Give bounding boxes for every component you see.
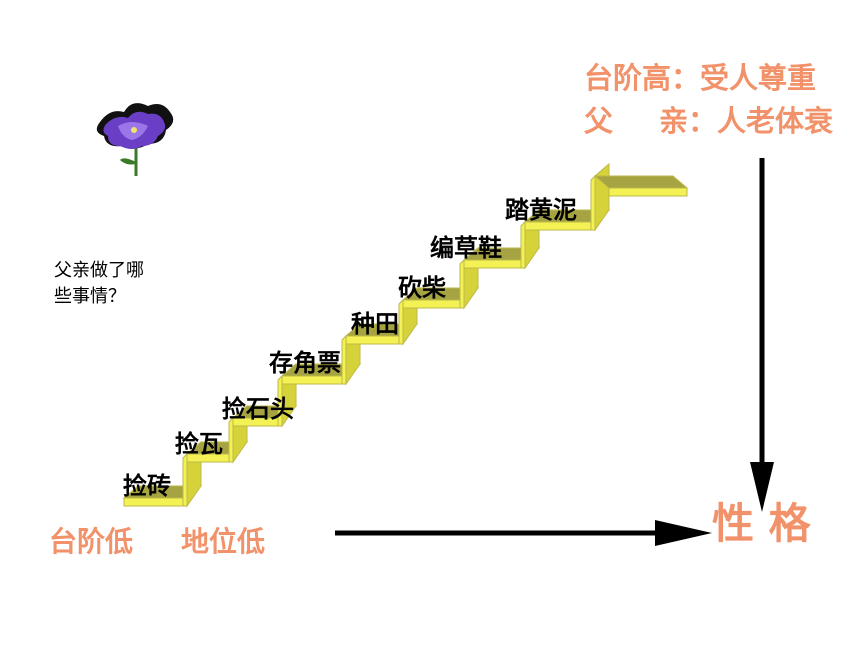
flower-icon xyxy=(96,103,174,176)
step-label-3: 捡石头 xyxy=(222,395,294,423)
question-line-1: 父亲做了哪 xyxy=(54,260,144,281)
high-step-text: 台阶高：受人尊重 xyxy=(584,61,817,95)
step-label-7: 编草鞋 xyxy=(430,234,502,262)
father-char: 父 xyxy=(584,104,614,138)
step-label-2: 捡瓦 xyxy=(175,430,223,458)
top-landing-front xyxy=(608,187,688,197)
step-label-8: 踏黄泥 xyxy=(505,196,577,224)
step-label-1: 捡砖 xyxy=(123,472,171,500)
step-label-5: 种田 xyxy=(351,310,399,338)
father-rest: 亲：人老体衰 xyxy=(659,104,834,138)
question-text: 父亲做了哪 些事情？ xyxy=(54,258,144,310)
result-text: 性 格 xyxy=(712,499,811,548)
horizontal-arrow xyxy=(335,520,712,546)
step-label-6: 砍柴 xyxy=(398,274,446,302)
low-status-text: 地位低 xyxy=(181,525,266,558)
father-text: 父 亲：人老体衰 xyxy=(584,107,833,136)
vertical-arrow xyxy=(750,158,774,512)
step-label-4: 存角票 xyxy=(269,349,341,377)
low-step-text: 台阶低 xyxy=(49,525,134,558)
question-line-2: 些事情？ xyxy=(54,286,126,307)
